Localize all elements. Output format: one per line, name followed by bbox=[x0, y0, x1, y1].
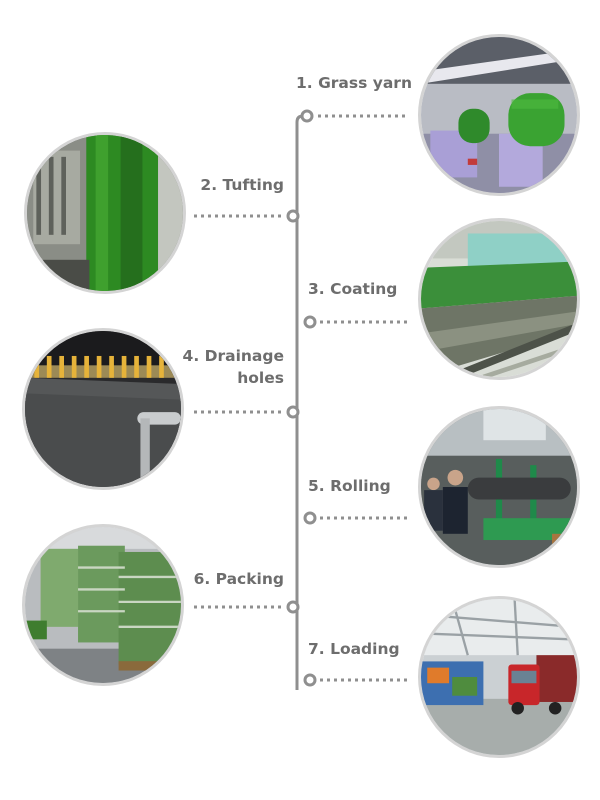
connector-step-7 bbox=[303, 673, 410, 687]
grass-yarn-spools-photo bbox=[418, 34, 580, 196]
packed-rolls-photo bbox=[22, 524, 184, 686]
truck-loading-photo bbox=[418, 596, 580, 758]
step-label-loading: 7. Loading bbox=[308, 640, 400, 658]
connector-step-5 bbox=[303, 511, 410, 525]
step-label-grass-yarn: 1. Grass yarn bbox=[296, 74, 412, 92]
connector-step-4 bbox=[194, 405, 300, 419]
coating-line-photo bbox=[418, 218, 580, 380]
connector-step-6 bbox=[194, 600, 300, 614]
step-label-tufting: 2. Tufting bbox=[200, 176, 284, 194]
step-label-rolling: 5. Rolling bbox=[308, 477, 391, 495]
step-label-packing: 6. Packing bbox=[193, 570, 284, 588]
drainage-punching-photo bbox=[22, 328, 184, 490]
connector-step-3 bbox=[303, 315, 410, 329]
step-label-drainage-holes: 4. Drainage holes bbox=[182, 347, 284, 387]
tufting-machine-photo bbox=[24, 132, 186, 294]
connector-step-1 bbox=[300, 109, 408, 123]
connector-step-2 bbox=[194, 209, 300, 223]
rolling-workers-photo bbox=[418, 406, 580, 568]
step-label-coating: 3. Coating bbox=[308, 280, 398, 298]
